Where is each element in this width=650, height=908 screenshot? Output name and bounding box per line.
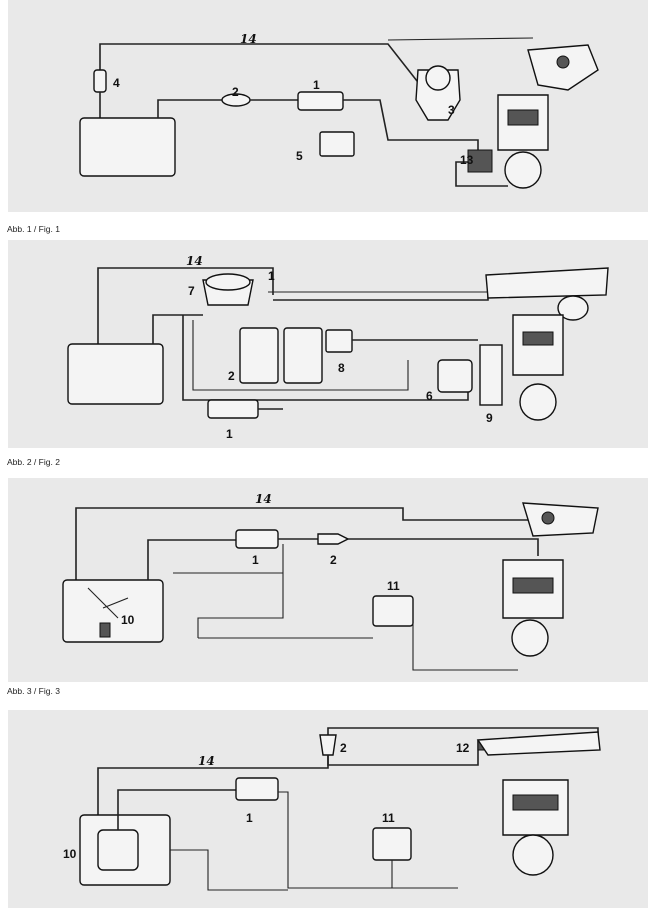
crankshaft-wheel [504, 151, 542, 189]
label-9: 9 [486, 411, 493, 425]
label-2: 2 [232, 85, 239, 99]
throttle-body [541, 511, 555, 525]
piston [522, 331, 554, 346]
figure-3-diagram: 14 1 2 11 10 [62, 492, 599, 671]
figure-4-diagram: 2 12 14 1 11 10 [63, 727, 601, 891]
figure-2-diagram: 14 1 7 2 8 6 9 1 [67, 254, 609, 441]
label-2: 2 [330, 553, 337, 567]
part-8 [325, 329, 353, 353]
label-8: 8 [338, 361, 345, 375]
label-12: 12 [456, 741, 470, 755]
part-9 [479, 344, 503, 406]
tank-outlet-line [147, 539, 236, 580]
fuel-tank [79, 117, 176, 177]
part-6 [437, 359, 473, 393]
label-1: 1 [246, 811, 253, 825]
distributor-head [425, 65, 451, 91]
piston [512, 794, 559, 811]
in-tank-pump-10 [99, 622, 111, 638]
label-10: 10 [63, 847, 77, 861]
label-11: 11 [382, 811, 395, 825]
label-14: 14 [198, 754, 215, 768]
fuel-pump-1 [207, 399, 259, 419]
control-unit-11 [372, 595, 414, 627]
label-2: 2 [228, 369, 235, 383]
return-line-14 [75, 507, 528, 583]
ecu-wiring [412, 623, 518, 671]
label-6: 6 [426, 389, 433, 403]
filter-2a [239, 327, 279, 384]
figure-2-panel: 14 1 7 2 8 6 9 1 [8, 240, 648, 448]
fuel-accumulator-2 [317, 533, 350, 545]
line-13-loop [455, 161, 508, 187]
lower-loop-line [182, 315, 469, 401]
intake-manifold [522, 502, 599, 537]
label-1: 1 [226, 427, 233, 441]
lower-return-line [192, 320, 409, 391]
tank-outlet-line [157, 99, 223, 118]
label-10: 10 [121, 613, 135, 627]
label-14: 14 [240, 32, 257, 46]
wiring-1 [278, 791, 458, 889]
figure-1-diagram: 14 4 2 1 3 5 13 [79, 32, 599, 189]
crankshaft-wheel [512, 834, 554, 876]
return-line-14 [97, 267, 274, 350]
label-5: 5 [296, 149, 303, 163]
piston [507, 109, 539, 126]
label-7: 7 [188, 284, 195, 298]
intake-manifold [476, 731, 601, 756]
filter-2b [283, 327, 323, 384]
label-3: 3 [448, 103, 455, 117]
crankshaft-wheel [511, 619, 549, 657]
label-14: 14 [186, 254, 203, 268]
crankshaft-wheel [519, 383, 557, 421]
in-tank-module-10 [97, 829, 139, 871]
figure-4-panel: 2 12 14 1 11 10 [8, 710, 648, 908]
relay-5 [319, 131, 355, 157]
caption-figure-1: Abb. 1 / Fig. 1 [7, 224, 60, 234]
label-2: 2 [340, 741, 347, 755]
label-13: 13 [460, 153, 474, 167]
piston [512, 577, 554, 594]
label-11: 11 [387, 579, 400, 593]
fuel-pump-1 [235, 529, 279, 549]
supply-line [327, 740, 479, 766]
auxiliary-air-valve-13 [467, 149, 493, 173]
supply-line [348, 538, 539, 556]
return-line-branch [387, 37, 534, 41]
air-intake [485, 267, 609, 299]
wiring-2 [170, 849, 288, 891]
air-cleaner [557, 295, 589, 321]
fuel-tank [67, 343, 164, 405]
caption-figure-3: Abb. 3 / Fig. 3 [7, 686, 60, 696]
label-1-top: 1 [268, 269, 275, 283]
fuel-accumulator-2 [319, 734, 337, 756]
fuel-pump-1 [297, 91, 344, 111]
fuel-tank [62, 579, 164, 643]
in-tank-pump-sketch [87, 587, 129, 619]
figure-3-panel: 14 1 2 11 10 [8, 478, 648, 682]
label-1: 1 [313, 78, 320, 92]
throttle-body [556, 55, 570, 69]
label-1: 1 [252, 553, 259, 567]
pump-outlet-line [343, 99, 479, 150]
filter-4 [93, 69, 107, 93]
wiring-1 [197, 544, 284, 638]
caption-figure-2: Abb. 2 / Fig. 2 [7, 457, 60, 467]
return-line-14 [99, 43, 429, 96]
tank-outlet-line [117, 789, 236, 830]
control-unit-11 [372, 827, 412, 861]
label-14: 14 [255, 492, 272, 506]
label-4: 4 [113, 76, 120, 90]
tank-outlet-line [152, 314, 203, 344]
regulator-dome [205, 273, 251, 291]
fuel-pump-1 [235, 777, 279, 801]
figure-1-panel: 14 4 2 1 3 5 13 [8, 0, 648, 212]
